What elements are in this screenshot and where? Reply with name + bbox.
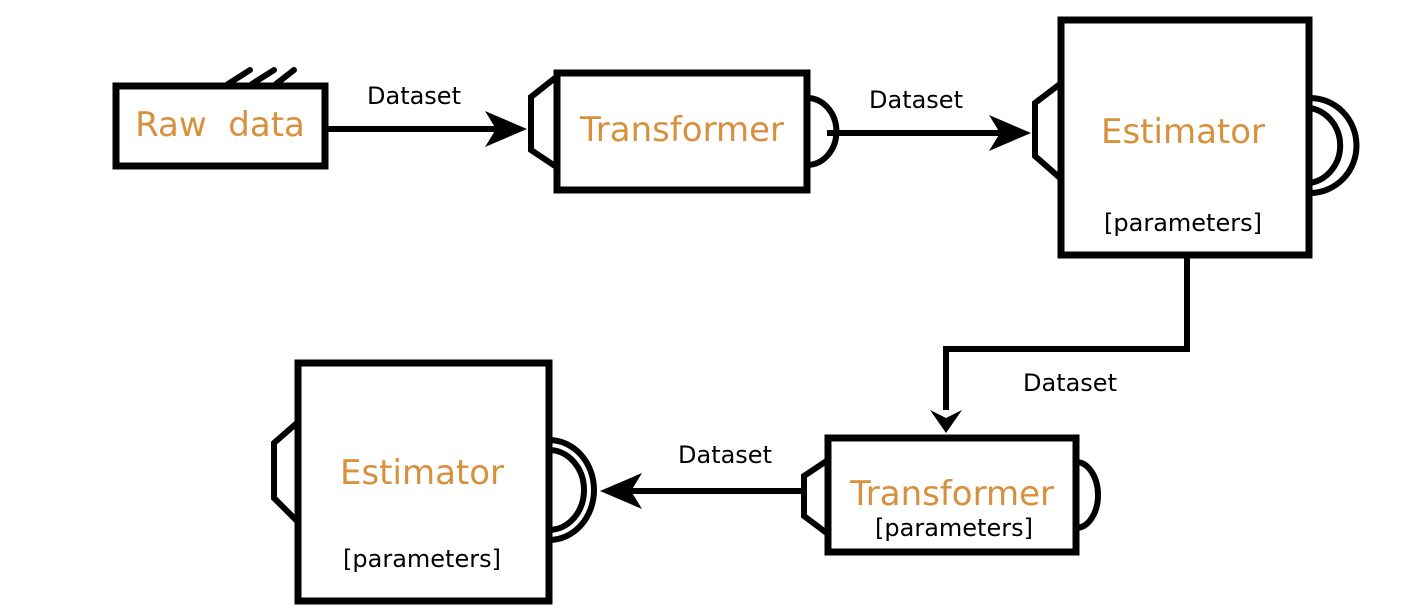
raw-data-hatch-icon	[225, 67, 297, 87]
arrowhead-icon	[989, 115, 1031, 151]
input-port-icon	[271, 419, 301, 525]
estimator-box	[294, 359, 553, 605]
transformer-box	[553, 69, 811, 194]
edge-label: Dataset	[367, 82, 461, 110]
output-port-icon	[1309, 95, 1360, 196]
output-port-icon	[1075, 459, 1101, 531]
estimator-node-1: Estimator [parameters]	[1032, 16, 1360, 259]
estimator-parameters: [parameters]	[1104, 209, 1262, 237]
raw-data-label: Raw data	[135, 105, 305, 145]
edge-estimator-to-transformer: Dataset	[930, 258, 1190, 433]
input-port-icon	[801, 457, 830, 537]
transformer-parameters: [parameters]	[875, 514, 1033, 542]
estimator-parameters: [parameters]	[343, 545, 501, 573]
arrowhead-icon	[600, 473, 642, 509]
arrowhead-icon	[930, 410, 962, 433]
edge-label: Dataset	[1023, 369, 1117, 397]
transformer-box	[824, 434, 1080, 556]
estimator-label: Estimator	[340, 453, 504, 493]
input-port-icon	[528, 75, 557, 169]
edge-transformer-to-estimator: Dataset	[827, 86, 1031, 151]
edge-raw-to-transformer: Dataset	[325, 82, 527, 147]
edge-transformer-to-estimator-2: Dataset	[600, 441, 803, 509]
transformer-node-1: Transformer	[528, 69, 840, 194]
output-port-icon	[548, 437, 597, 543]
transformer-node-2: Transformer [parameters]	[801, 434, 1101, 556]
estimator-box	[1057, 16, 1313, 259]
estimator-label: Estimator	[1101, 112, 1265, 152]
edge-label: Dataset	[869, 86, 963, 114]
transformer-label: Transformer	[579, 110, 784, 150]
transformer-label: Transformer	[849, 474, 1054, 514]
input-port-icon	[1032, 81, 1062, 181]
arrowhead-icon	[485, 111, 527, 147]
edge-label: Dataset	[678, 441, 772, 469]
raw-data-node: Raw data	[112, 67, 329, 170]
estimator-node-2: Estimator [parameters]	[271, 359, 597, 605]
